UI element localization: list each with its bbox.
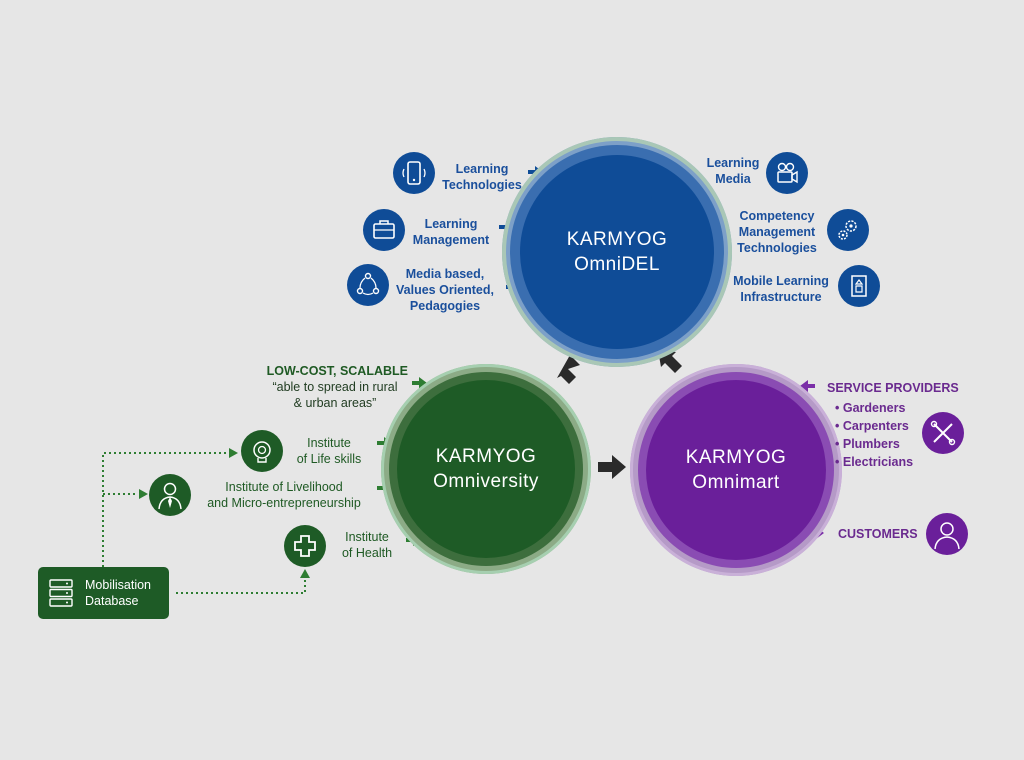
learning-management-label: Learning Management — [412, 217, 490, 247]
person-tie-icon — [149, 474, 191, 516]
gears-icon — [827, 209, 869, 251]
omnimart-title-line2: Omnimart — [692, 472, 780, 493]
mobilisation-database-label: Mobilisation Database — [85, 578, 152, 608]
server-icon — [49, 579, 73, 607]
omniversity-title-line1: KARMYOG — [435, 446, 537, 467]
low-cost-scalable-title: LOW-COST, SCALABLE — [266, 364, 408, 378]
omnimart-circle[interactable]: KARMYOG Omnimart — [646, 380, 826, 560]
learning-technologies-label: Learning Technologies — [442, 162, 522, 192]
arrow-omnidel-to-omniversity — [557, 355, 580, 384]
database-dotted-lines — [102, 452, 306, 594]
institute-livelihood-label: Institute of Livelihood and Micro-entrep… — [207, 480, 361, 510]
pedagogies-label: Media based, Values Oriented, Pedagogies — [396, 267, 494, 313]
video-camera-icon — [766, 152, 808, 194]
database-arrowheads — [139, 448, 310, 578]
service-provider-item: • Gardeners — [835, 401, 906, 415]
mobilisation-database-box[interactable]: Mobilisation Database — [38, 567, 169, 619]
building-icon — [838, 265, 880, 307]
brain-head-icon — [241, 430, 283, 472]
omnidel-title-line1: KARMYOG — [566, 229, 668, 250]
institute-health-label: Institute of Health — [341, 530, 393, 560]
learning-media-label: Learning Media — [706, 156, 760, 186]
arrow-omniversity-to-omnimart — [598, 455, 626, 479]
cycle-icon — [347, 264, 389, 306]
briefcase-icon — [363, 209, 405, 251]
arrow-service-providers — [800, 380, 815, 392]
service-providers-list: • Gardeners • Carpenters • Plumbers • El… — [835, 399, 913, 471]
arrow-low-cost — [412, 377, 427, 389]
service-providers-title: SERVICE PROVIDERS — [827, 381, 959, 395]
customer-person-icon — [926, 513, 968, 555]
customers-label: CUSTOMERS — [838, 527, 918, 541]
tools-icon — [922, 412, 964, 454]
omniversity-circle[interactable]: KARMYOG Omniversity — [397, 380, 575, 558]
omnidel-circle[interactable]: KARMYOG OmniDEL — [520, 155, 714, 349]
smartphone-icon — [393, 152, 435, 194]
institute-life-skills-label: Institute of Life skills — [296, 436, 362, 466]
service-provider-item: • Carpenters — [835, 419, 909, 433]
mobile-learning-infrastructure-label: Mobile Learning Infrastructure — [733, 274, 829, 304]
competency-management-label: Competency Management Technologies — [737, 209, 817, 255]
service-provider-item: • Electricians — [835, 455, 914, 469]
medical-cross-icon — [284, 525, 326, 567]
service-provider-item: • Plumbers — [835, 437, 900, 451]
omnimart-title-line1: KARMYOG — [685, 447, 787, 468]
omnidel-title-line2: OmniDEL — [574, 254, 660, 275]
low-cost-scalable-desc: “able to spread in rural & urban areas” — [272, 380, 398, 410]
omniversity-title-line2: Omniversity — [433, 471, 539, 492]
